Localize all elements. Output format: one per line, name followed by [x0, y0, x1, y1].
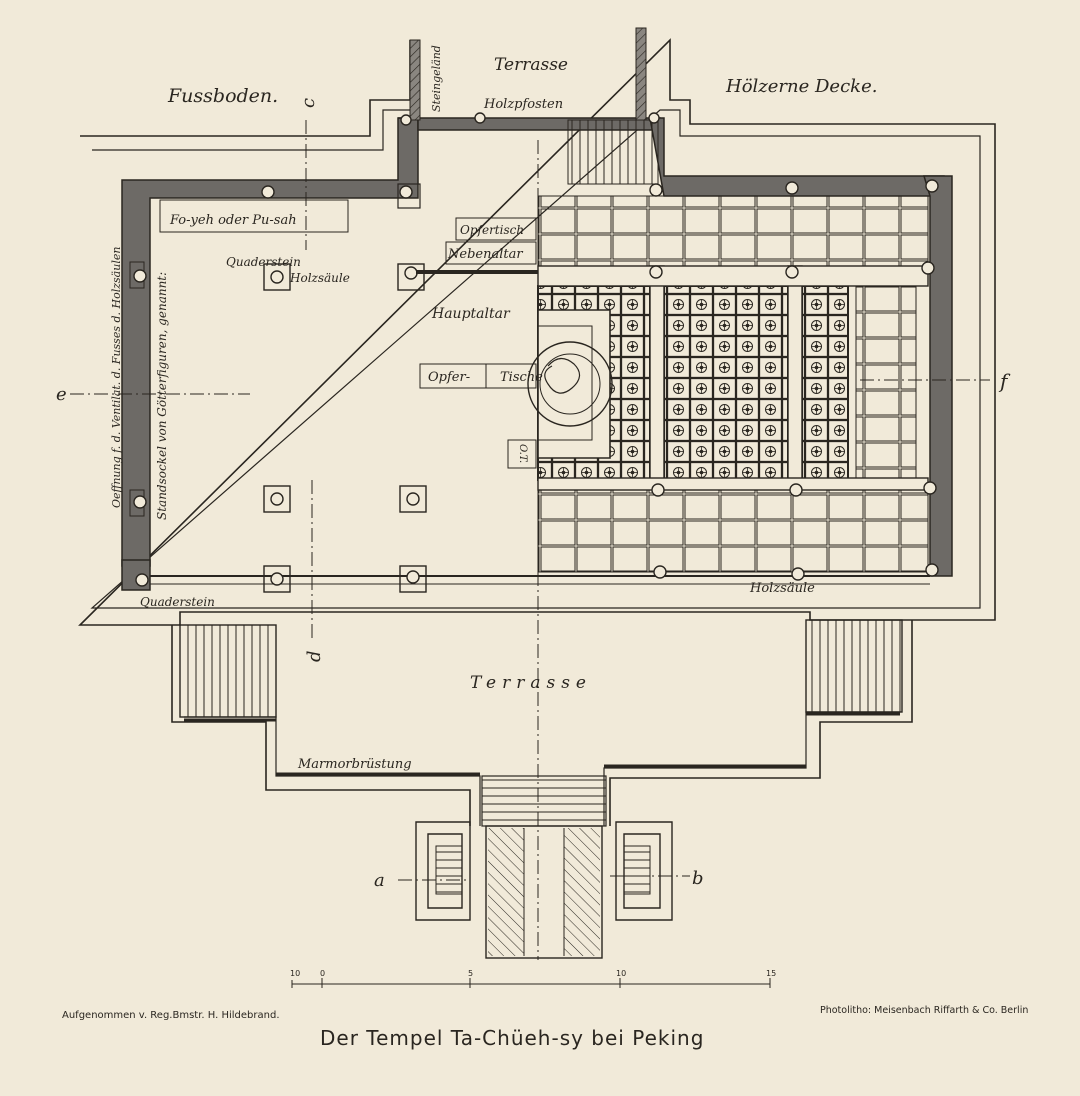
label-hoelzerne-decke: Hölzerne Decke. — [725, 76, 877, 97]
label-marmorbruestung: Marmorbrüstung — [297, 757, 412, 772]
label-steingelaender: Steingeländ — [430, 45, 443, 112]
label-opfertisch: Opfertisch — [460, 223, 524, 237]
label-terrasse-top: Terrasse — [494, 55, 568, 75]
section-c: c — [298, 98, 319, 108]
column-bases — [129, 112, 939, 593]
scale-tick-3: 10 — [616, 969, 626, 978]
label-holzsaeule-right: Holzsäule — [749, 581, 815, 596]
label-holzpfosten: Holzpfosten — [483, 97, 563, 112]
label-tische: Tische — [500, 370, 543, 385]
label-quaderstein-top: Quaderstein — [226, 255, 301, 269]
label-nebenaltar: Nebenaltar — [447, 247, 523, 262]
label-holzsaeule-left: Holzsäule — [289, 271, 350, 285]
label-quaderstein-bottom: Quaderstein — [140, 595, 215, 609]
label-terrasse-bottom: Terrasse — [470, 673, 592, 693]
credit-left: Aufgenommen v. Reg.Bmstr. H. Hildebrand. — [62, 1010, 280, 1021]
label-ot: O.T. — [517, 444, 528, 463]
front-stairs — [171, 619, 913, 959]
scale-tick-1: 0 — [320, 969, 325, 978]
top-steps — [567, 119, 659, 185]
plate-title: Der Tempel Ta-Chüeh-sy bei Peking — [320, 1026, 704, 1050]
section-b: b — [692, 868, 704, 889]
label-fussboden: Fussboden. — [167, 85, 278, 107]
scale-bar: 10 0 5 10 15 — [290, 969, 776, 988]
label-frames — [159, 199, 537, 469]
label-standsockel: Standsockel von Götterfiguren, genannt: — [155, 272, 169, 520]
scale-tick-2: 5 — [468, 969, 473, 978]
section-a: a — [374, 870, 385, 891]
section-f: f — [998, 369, 1011, 393]
section-d: d — [304, 650, 325, 662]
label-hauptaltar: Hauptaltar — [431, 306, 511, 322]
label-fo-yeh: Fo-yeh oder Pu-sah — [169, 213, 297, 228]
section-e: e — [56, 384, 67, 405]
scale-tick-0: 10 — [290, 969, 300, 978]
label-opfer: Opfer- — [428, 370, 470, 385]
scale-tick-4: 15 — [766, 969, 776, 978]
credit-right: Photolitho: Meisenbach Riffarth & Co. Be… — [820, 1005, 1028, 1016]
ceiling-panels — [537, 195, 929, 573]
label-oeffnung: Oeffnung f. d. Ventilat. d. Fusses d. Ho… — [110, 247, 123, 508]
